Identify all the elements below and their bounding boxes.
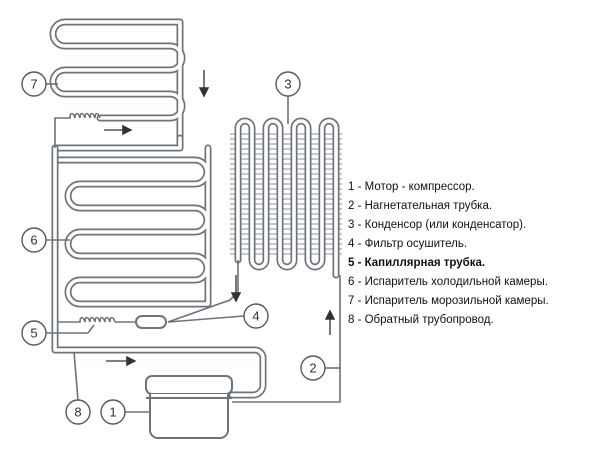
callout-8: 8 (65, 399, 91, 425)
callout-3-label: 3 (284, 77, 291, 92)
flow-arrows (104, 70, 336, 367)
legend-item-7: 7 - Испаритель морозильной камеры. (348, 295, 549, 307)
callout-3: 3 (275, 71, 301, 97)
callout-6-label: 6 (30, 233, 37, 248)
legend-item-6: 6 - Испаритель холодильной камеры. (348, 276, 548, 288)
legend-item-1: 1 - Мотор - компрессор. (348, 181, 475, 193)
callout-2: 2 (300, 355, 326, 381)
legend: 1 - Мотор - компрессор. 2 - Нагнетательн… (348, 178, 598, 330)
return-line (51, 144, 267, 399)
callout-7: 7 (21, 71, 47, 97)
fridge-evaporator (51, 134, 212, 308)
callout-6: 6 (21, 227, 47, 253)
callout-7-label: 7 (30, 77, 37, 92)
freezer-evaporator (49, 18, 186, 142)
callout-5-label: 5 (30, 326, 37, 341)
legend-item-2: 2 - Нагнетательная трубка. (348, 200, 493, 212)
discharge-tube (232, 275, 341, 403)
callout-4-label: 4 (252, 309, 259, 324)
callout-leaders (46, 83, 340, 413)
callout-2-label: 2 (309, 361, 316, 376)
legend-item-5: 5 - Капиллярная трубка. (348, 257, 486, 269)
compressor (145, 375, 233, 439)
legend-item-8: 8 - Обратный трубопровод. (348, 314, 494, 326)
filter-drier (135, 315, 167, 329)
capillary-tube (54, 112, 136, 323)
condenser (230, 117, 342, 279)
condenser-to-filter-line (167, 260, 239, 323)
callout-8-label: 8 (74, 405, 81, 420)
callout-1: 1 (100, 399, 126, 425)
callout-1-label: 1 (109, 405, 116, 420)
legend-item-3: 3 - Конденсор (или конденсатор). (348, 219, 527, 231)
callout-4: 4 (243, 303, 269, 329)
callout-5: 5 (21, 320, 47, 346)
legend-item-4: 4 - Фильтр осушитель. (348, 238, 468, 250)
